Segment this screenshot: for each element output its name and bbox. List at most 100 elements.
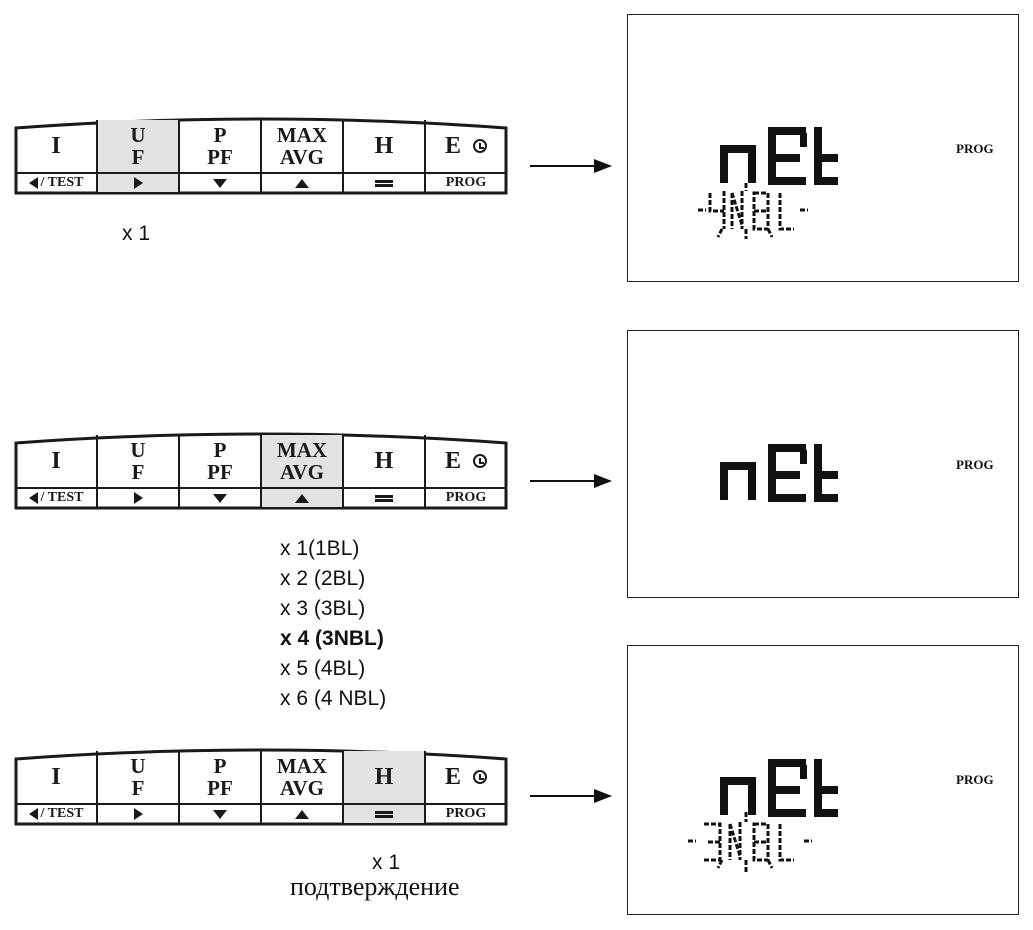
test-label: / TEST bbox=[40, 806, 84, 821]
key-max-label: MAX bbox=[276, 438, 328, 462]
sub-right[interactable] bbox=[98, 805, 180, 823]
key-i[interactable]: I bbox=[16, 751, 98, 803]
key-h-label: H bbox=[374, 133, 394, 159]
up-triangle-icon bbox=[295, 493, 309, 503]
sub-down[interactable] bbox=[180, 805, 262, 823]
enter-icon bbox=[375, 810, 393, 818]
key-e[interactable]: E bbox=[426, 751, 506, 803]
down-triangle-icon bbox=[213, 493, 227, 503]
prog-label: PROG bbox=[445, 806, 487, 821]
key-i[interactable]: I bbox=[16, 435, 98, 487]
key-i-label: I bbox=[51, 764, 61, 790]
up-triangle-icon bbox=[295, 178, 309, 188]
press-count-3nbl: x 4 (3NBL) bbox=[280, 627, 384, 650]
left-triangle-icon bbox=[28, 492, 38, 504]
key-p-label: P bbox=[213, 754, 227, 778]
display-sub-blinking bbox=[688, 812, 812, 872]
sub-right[interactable] bbox=[98, 489, 180, 507]
right-triangle-icon bbox=[133, 492, 143, 504]
confirm-caption: подтверждение bbox=[290, 872, 460, 901]
sub-down[interactable] bbox=[180, 489, 262, 507]
prog-tag: PROG bbox=[956, 141, 994, 156]
press-count-step-1: x 1 bbox=[122, 222, 151, 245]
test-label: / TEST bbox=[40, 175, 84, 190]
key-p-label: P bbox=[213, 123, 227, 147]
clock-icon bbox=[473, 139, 487, 153]
key-e[interactable]: E bbox=[426, 435, 506, 487]
key-uf-label-bottom: F bbox=[131, 460, 145, 484]
test-label: / TEST bbox=[40, 490, 84, 505]
arrow-step-1 bbox=[530, 159, 612, 173]
key-uf-label-top: U bbox=[130, 754, 146, 778]
sub-right[interactable] bbox=[98, 174, 180, 192]
key-uf-label-top: U bbox=[130, 123, 146, 147]
enter-icon bbox=[375, 179, 393, 187]
key-i-label: I bbox=[51, 448, 61, 474]
sub-up[interactable] bbox=[262, 489, 344, 507]
display-main-nEt bbox=[688, 759, 838, 872]
sub-up[interactable] bbox=[262, 805, 344, 823]
display-main-nEt bbox=[720, 444, 838, 502]
prog-tag: PROG bbox=[956, 457, 994, 472]
sub-left-test[interactable]: / TEST bbox=[16, 805, 98, 823]
sub-up[interactable] bbox=[262, 174, 344, 192]
left-triangle-icon bbox=[28, 808, 38, 820]
key-h[interactable]: H bbox=[344, 751, 426, 803]
key-h-label: H bbox=[374, 764, 394, 790]
display-step-2: PROG bbox=[627, 330, 1019, 598]
sub-down[interactable] bbox=[180, 174, 262, 192]
keypad-frame bbox=[14, 432, 508, 510]
prog-label: PROG bbox=[445, 490, 487, 505]
key-e-label: E bbox=[444, 448, 461, 474]
clock-icon bbox=[473, 454, 487, 468]
display-main-nEt bbox=[698, 127, 838, 239]
sub-enter[interactable] bbox=[344, 489, 426, 507]
sub-left-test[interactable]: / TEST bbox=[16, 489, 98, 507]
key-e-label: E bbox=[444, 764, 461, 790]
key-e-label: E bbox=[444, 133, 461, 159]
display-step-1: PROG bbox=[627, 14, 1019, 282]
key-p-label: P bbox=[213, 438, 227, 462]
sub-enter[interactable] bbox=[344, 805, 426, 823]
key-uf-label-top: U bbox=[130, 438, 146, 462]
press-count-4bl: x 5 (4BL) bbox=[280, 657, 366, 680]
sub-prog[interactable]: PROG bbox=[426, 174, 506, 192]
key-i-label: I bbox=[51, 133, 61, 159]
keypad-frame bbox=[14, 117, 508, 195]
key-avg-label: AVG bbox=[280, 776, 324, 800]
down-triangle-icon bbox=[213, 809, 227, 819]
right-triangle-icon bbox=[133, 177, 143, 189]
sub-prog[interactable]: PROG bbox=[426, 805, 506, 823]
key-i[interactable]: I bbox=[16, 120, 98, 172]
key-h[interactable]: H bbox=[344, 435, 426, 487]
key-h[interactable]: H bbox=[344, 120, 426, 172]
key-pf-label: PF bbox=[207, 776, 233, 800]
sub-prog[interactable]: PROG bbox=[426, 489, 506, 507]
display-sub-blinking bbox=[698, 183, 808, 239]
enter-icon bbox=[375, 494, 393, 502]
key-e[interactable]: E bbox=[426, 120, 506, 172]
key-avg-label: AVG bbox=[280, 145, 324, 169]
press-count-1bl: x 1(1BL) bbox=[280, 537, 360, 560]
arrow-step-3 bbox=[530, 789, 612, 803]
sub-left-test[interactable]: / TEST bbox=[16, 174, 98, 192]
sub-enter[interactable] bbox=[344, 174, 426, 192]
arrow-step-2 bbox=[530, 474, 612, 488]
left-triangle-icon bbox=[28, 177, 38, 189]
key-avg-label: AVG bbox=[280, 460, 324, 484]
press-count-step-3: x 1 bbox=[372, 851, 401, 874]
press-count-4nbl: x 6 (4 NBL) bbox=[280, 687, 387, 710]
key-uf-label-bottom: F bbox=[131, 776, 145, 800]
clock-icon bbox=[473, 770, 487, 784]
up-triangle-icon bbox=[295, 809, 309, 819]
